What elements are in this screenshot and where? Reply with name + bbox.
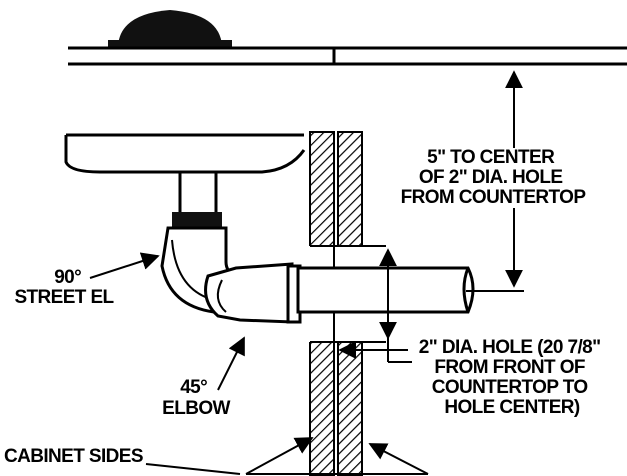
- dimension-hole: [338, 248, 412, 363]
- leader-cabinet: [145, 437, 429, 475]
- elbow-contour: [216, 279, 227, 313]
- dimension-label: 5" TO CENTER OF 2" DIA. HOLE FROM COUNTE…: [401, 147, 587, 208]
- cabinet-sides-label: CABINET SIDES: [4, 446, 143, 467]
- leader-elbow: [217, 336, 245, 391]
- faucet-skirt: [108, 40, 232, 48]
- sink-bowl: [64, 133, 306, 174]
- drain-pipe: [296, 266, 475, 314]
- slip-nut: [172, 212, 222, 230]
- faucet-base: [118, 10, 222, 46]
- street-el-label: 90° STREET EL: [14, 267, 114, 308]
- dimension-5in: [500, 63, 526, 288]
- elbow-label: 45° ELBOW: [162, 377, 230, 419]
- leader-street-el: [89, 252, 160, 279]
- countertop: [68, 46, 627, 66]
- hole-note-label: 2" DIA. HOLE (20 7/8" FROM FRONT OF COUN…: [419, 337, 605, 418]
